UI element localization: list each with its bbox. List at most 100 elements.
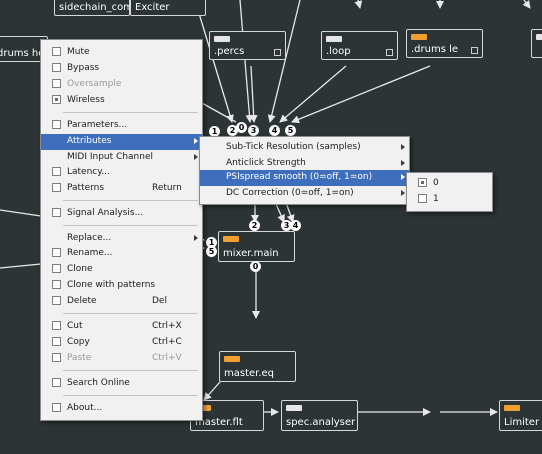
node-label: drums he [0, 48, 45, 59]
node-label: Limiter [504, 417, 540, 428]
activity-led [286, 405, 302, 411]
checkbox-checked[interactable] [418, 178, 427, 187]
submenu-item-psispread-smooth[interactable]: PSIspread smooth (0=off, 1=on) [200, 170, 409, 186]
node-sidechain-comp[interactable]: sidechain_comp [54, 0, 139, 16]
output-pin[interactable]: 0 [250, 261, 261, 272]
menu-item-copy[interactable]: Copy Ctrl+C [41, 335, 202, 351]
menu-item-label: Delete [67, 296, 97, 306]
checkbox[interactable] [52, 378, 61, 387]
node-label: sidechain_comp [59, 2, 140, 13]
input-pin[interactable]: 1 [206, 237, 217, 248]
menu-item-label: Patterns [67, 183, 105, 193]
wire [197, 9, 234, 123]
input-pin[interactable]: 1 [209, 126, 220, 137]
menu-item-latency[interactable]: Latency... [41, 165, 202, 181]
checkbox[interactable] [52, 63, 61, 72]
input-pin[interactable]: 3 [281, 220, 292, 231]
node-drums-le[interactable]: .drums le [406, 29, 483, 58]
wire [239, 0, 254, 123]
submenu-arrow-icon [194, 235, 198, 241]
menu-item-delete[interactable]: Delete Del [41, 294, 202, 310]
menu-item-clone-with-patterns[interactable]: Clone with patterns [41, 278, 202, 294]
wire [267, 0, 301, 123]
menu-item-wireless[interactable]: Wireless [41, 93, 202, 109]
menu-item-mute[interactable]: Mute [41, 45, 202, 61]
value-option-0[interactable]: 0 [407, 176, 492, 192]
menu-item-label: Oversample [67, 79, 122, 89]
menu-item-midi-input-channel[interactable]: MIDI Input Channel [41, 150, 202, 166]
node-ui-icon[interactable] [471, 47, 478, 54]
input-pin[interactable]: 3 [248, 125, 259, 136]
menu-item-bypass[interactable]: Bypass [41, 61, 202, 77]
menu-item-patterns[interactable]: Patterns Return [41, 181, 202, 197]
checkbox[interactable] [52, 264, 61, 273]
checkbox[interactable] [52, 337, 61, 346]
menu-item-about[interactable]: About... [41, 401, 202, 417]
node-label: Exciter [135, 2, 170, 13]
node-limiter[interactable]: Limiter [499, 400, 542, 431]
node-offscreen-right[interactable] [531, 29, 542, 58]
input-pin[interactable]: 5 [206, 246, 217, 257]
node-master-eq[interactable]: master.eq [219, 351, 296, 382]
wire [354, 0, 363, 9]
checkbox[interactable] [418, 194, 427, 203]
submenu-item-dc-correction[interactable]: DC Correction (0=off, 1=on) [200, 186, 409, 202]
input-pin[interactable]: 4 [290, 220, 301, 231]
node-percs[interactable]: .percs [209, 31, 286, 60]
menu-item-label: Search Online [67, 378, 130, 388]
checkbox[interactable] [52, 403, 61, 412]
submenu-item-sub-tick-resolution[interactable]: Sub-Tick Resolution (samples) [200, 140, 409, 156]
menu-shortcut: Ctrl+C [152, 337, 182, 347]
node-ui-icon[interactable] [386, 49, 393, 56]
checkbox[interactable] [52, 120, 61, 129]
node-exciter[interactable]: Exciter [130, 0, 206, 16]
checkbox[interactable] [52, 296, 61, 305]
menu-separator [63, 395, 198, 396]
menu-item-replace[interactable]: Replace... [41, 231, 202, 247]
wire [522, 0, 531, 9]
menu-item-search-online[interactable]: Search Online [41, 376, 202, 392]
node-spec-analyser[interactable]: spec.analyser [281, 400, 358, 431]
checkbox[interactable] [52, 47, 61, 56]
menu-item-cut[interactable]: Cut Ctrl+X [41, 319, 202, 335]
menu-item-parameters[interactable]: Parameters... [41, 118, 202, 134]
checkbox[interactable] [52, 248, 61, 257]
node-label: mixer.main [223, 248, 279, 259]
node-mixer-main[interactable]: mixer.main [218, 231, 295, 262]
output-pin[interactable]: 0 [236, 122, 247, 133]
submenu-arrow-icon [194, 138, 198, 144]
input-pin[interactable]: 2 [249, 220, 260, 231]
input-pin[interactable]: 4 [269, 125, 280, 136]
menu-separator [63, 112, 198, 113]
node-loop[interactable]: .loop [321, 31, 398, 60]
menu-item-label: Attributes [67, 136, 112, 146]
checkbox[interactable] [52, 321, 61, 330]
value-submenu: 0 1 [406, 172, 493, 212]
checkbox[interactable] [52, 167, 61, 176]
checkbox[interactable] [52, 183, 61, 192]
submenu-item-anticlick-strength[interactable]: Anticlick Strength [200, 156, 409, 172]
menu-item-oversample: Oversample [41, 77, 202, 93]
activity-led [504, 405, 520, 411]
menu-item-label: Signal Analysis... [67, 208, 144, 218]
menu-shortcut: Ctrl+V [152, 353, 182, 363]
node-label: .percs [214, 46, 245, 57]
input-pin[interactable]: 2 [227, 125, 238, 136]
submenu-arrow-icon [401, 174, 405, 180]
wire [249, 65, 258, 123]
checkbox-checked[interactable] [52, 95, 61, 104]
menu-item-clone[interactable]: Clone [41, 262, 202, 278]
menu-item-label: Bypass [67, 63, 100, 73]
wire [203, 381, 221, 401]
menu-item-rename[interactable]: Rename... [41, 246, 202, 262]
value-option-1[interactable]: 1 [407, 192, 492, 208]
menu-item-label: Replace... [67, 233, 112, 243]
node-ui-icon[interactable] [274, 49, 281, 56]
menu-item-signal-analysis[interactable]: Signal Analysis... [41, 206, 202, 222]
node-label: .loop [326, 46, 351, 57]
menu-item-attributes[interactable]: Attributes [41, 134, 202, 150]
input-pin[interactable]: 5 [285, 125, 296, 136]
checkbox[interactable] [52, 208, 61, 217]
checkbox[interactable] [52, 280, 61, 289]
